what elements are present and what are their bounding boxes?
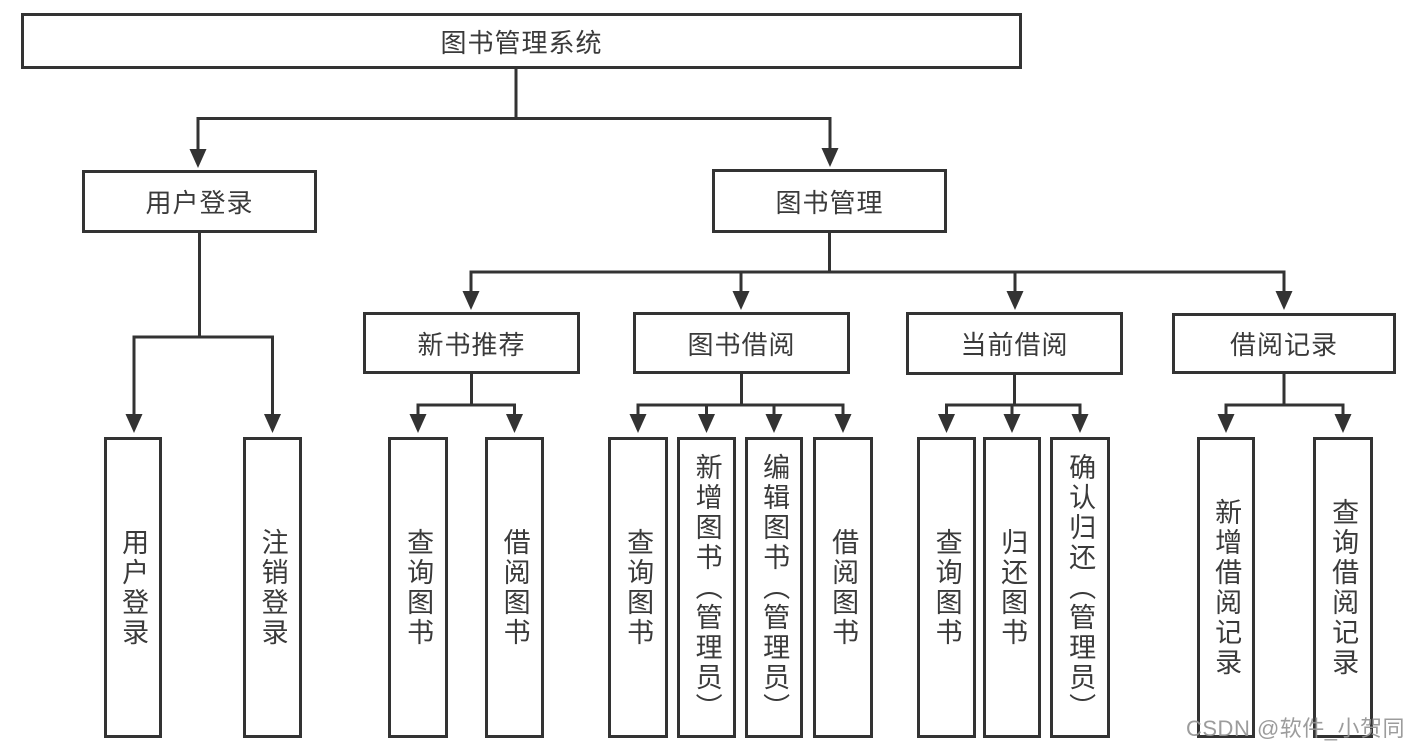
leaf-logout: 注销登录 (243, 437, 302, 738)
node-label: 借阅图书 (499, 527, 530, 648)
node-label: 归还图书 (997, 527, 1028, 648)
node-new-book-recommend: 新书推荐 (363, 312, 580, 374)
node-book-management: 图书管理 (712, 169, 947, 233)
node-label: 查询借阅记录 (1328, 497, 1359, 678)
node-label: 查询图书 (403, 527, 434, 648)
node-label: 查询图书 (623, 527, 654, 648)
leaf-query-borrow-record: 查询借阅记录 (1313, 437, 1373, 738)
node-label: 图书管理 (775, 187, 884, 218)
leaf-query-book-2: 查询图书 (608, 437, 668, 738)
leaf-confirm-return-admin: 确认归还（管理员） (1050, 437, 1110, 738)
node-borrow-records: 借阅记录 (1172, 313, 1396, 374)
node-label: 新增借阅记录 (1211, 497, 1242, 678)
node-label: 编辑图书（管理员） (759, 452, 790, 723)
node-label: 确认归还（管理员） (1065, 452, 1096, 723)
node-book-borrow: 图书借阅 (633, 312, 850, 374)
leaf-edit-book-admin: 编辑图书（管理员） (745, 437, 803, 738)
node-label: 借阅图书 (828, 527, 859, 648)
node-label: 借阅记录 (1229, 330, 1338, 360)
leaf-add-borrow-record: 新增借阅记录 (1197, 437, 1255, 738)
leaf-query-book-3: 查询图书 (917, 437, 976, 738)
node-label: 用户登录 (118, 527, 149, 648)
node-root-system: 图书管理系统 (21, 13, 1022, 69)
leaf-borrow-book-1: 借阅图书 (485, 437, 544, 738)
leaf-borrow-book-2: 借阅图书 (813, 437, 873, 738)
node-label: 图书借阅 (687, 329, 796, 360)
node-label: 用户登录 (145, 188, 254, 218)
node-label: 新增图书（管理员） (691, 452, 722, 723)
node-label: 当前借阅 (960, 330, 1069, 360)
node-label: 图书管理系统 (440, 27, 603, 58)
watermark: CSDN @软件_小贺同学 (1186, 716, 1405, 741)
leaf-query-book-1: 查询图书 (388, 437, 448, 738)
node-label: 新书推荐 (417, 329, 526, 360)
leaf-user-login: 用户登录 (104, 437, 162, 738)
node-label: 注销登录 (257, 527, 288, 648)
node-user-login: 用户登录 (82, 170, 317, 233)
leaf-return-book: 归还图书 (983, 437, 1041, 738)
node-label: 查询图书 (931, 527, 962, 648)
leaf-add-book-admin: 新增图书（管理员） (677, 437, 736, 738)
node-current-borrow: 当前借阅 (906, 312, 1123, 375)
